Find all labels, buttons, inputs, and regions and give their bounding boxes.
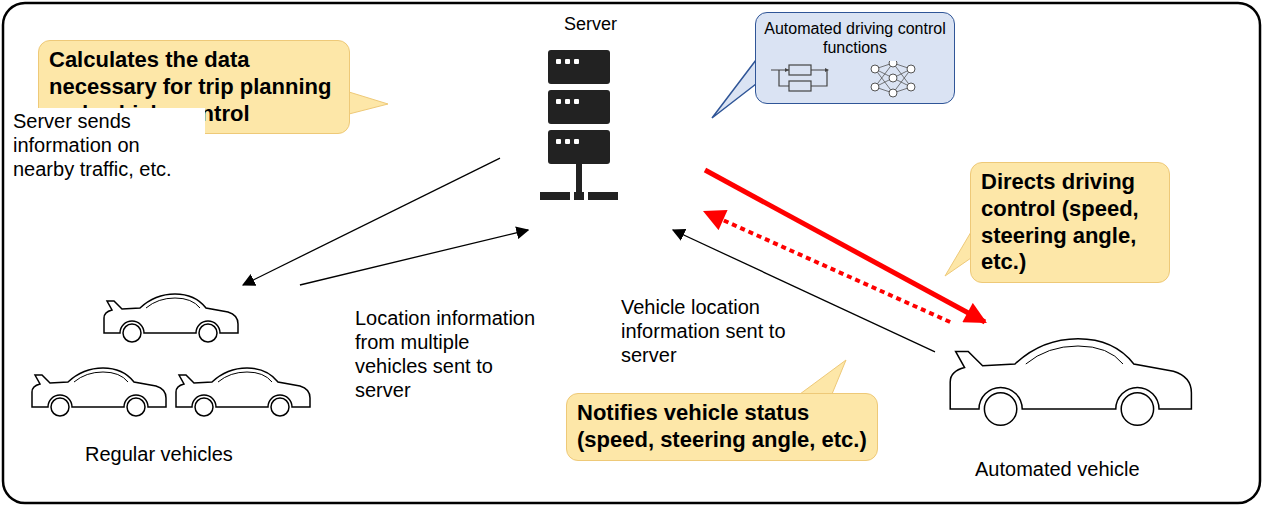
node-text: Server <box>500 8 705 35</box>
node-text: Automated vehicle <box>975 458 1140 481</box>
edge-label: Vehicle location information sent to ser… <box>618 294 808 368</box>
figure-node: Regular vehicles <box>25 285 315 475</box>
node-text: Directs driving control (speed, steering… <box>981 169 1159 276</box>
callout-tail <box>945 232 971 276</box>
figure-node: Server <box>500 8 705 230</box>
connector-arrow <box>300 230 528 285</box>
connector-arrow <box>243 158 500 285</box>
car-outline <box>32 368 166 416</box>
car-outline <box>104 294 238 342</box>
node-text: Regular vehicles <box>85 443 233 466</box>
server-icon <box>500 8 705 230</box>
callout-box: Automated driving control functions <box>755 12 955 104</box>
edge-label: Server sends information on nearby traff… <box>10 108 205 182</box>
node-text: Automated driving control functions <box>764 19 946 57</box>
callout-tail <box>349 92 388 114</box>
control-icons <box>765 61 945 99</box>
car-outline <box>176 368 310 416</box>
callout-tail <box>712 60 756 118</box>
car-outline <box>950 339 1191 425</box>
edge-label: Location information from multiple vehic… <box>352 305 542 403</box>
node-text: Notifies vehicle status (speed, steering… <box>577 400 867 454</box>
outer-frame <box>3 3 1260 503</box>
callout-box: Notifies vehicle status (speed, steering… <box>566 393 878 461</box>
figure-node: Automated vehicle <box>935 322 1205 492</box>
callout-box: Directs driving control (speed, steering… <box>970 162 1170 283</box>
